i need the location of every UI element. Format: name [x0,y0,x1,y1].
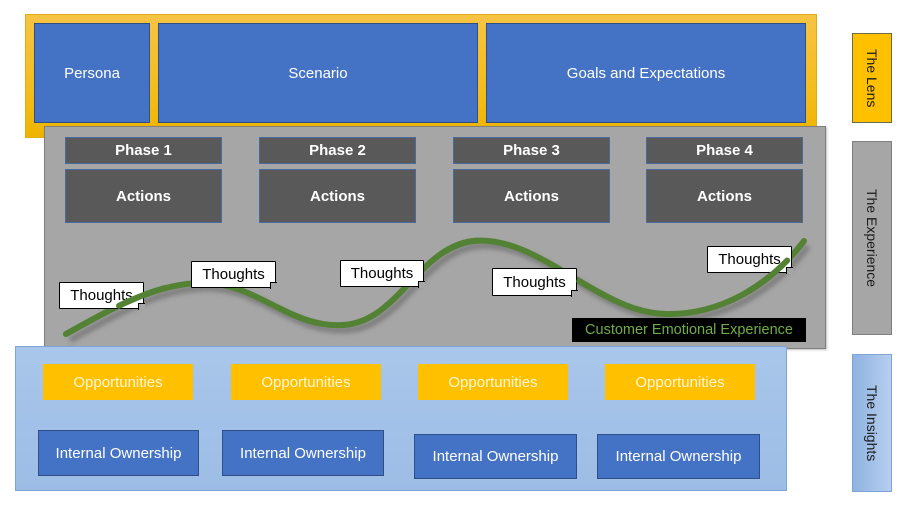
persona-label: Persona [64,64,120,82]
thought-bubble-2[interactable]: Thoughts [191,261,276,288]
side-label-lens[interactable]: The Lens [852,33,892,123]
thought-1-label: Thoughts [70,287,133,304]
phase-3-label: Phase 3 [503,142,560,159]
thought-bubble-3[interactable]: Thoughts [340,260,424,287]
phase-3-actions[interactable]: Actions [453,169,610,223]
side-label-insights[interactable]: The Insights [852,354,892,492]
phase-1-header[interactable]: Phase 1 [65,137,222,164]
persona-box[interactable]: Persona [34,23,150,123]
phase-4-header[interactable]: Phase 4 [646,137,803,164]
phase-4-actions[interactable]: Actions [646,169,803,223]
thought-2-label: Thoughts [202,266,265,283]
thought-bubble-4[interactable]: Thoughts [492,268,577,296]
ownership-2-label: Internal Ownership [240,444,366,462]
thought-4-label: Thoughts [503,273,566,291]
opportunities-box-2[interactable]: Opportunities [231,364,381,400]
phase-2-actions-label: Actions [309,187,365,205]
side-label-experience[interactable]: The Experience [852,141,892,335]
ownership-box-3[interactable]: Internal Ownership [414,434,577,479]
opportunities-box-3[interactable]: Opportunities [418,364,568,400]
opportunities-box-4[interactable]: Opportunities [605,364,755,400]
side-label-insights-text: The Insights [864,384,880,462]
customer-emotional-experience-label: Customer Emotional Experience [572,318,806,342]
scenario-label: Scenario [288,64,348,82]
thought-3-label: Thoughts [350,265,414,282]
phase-4-actions-label: Actions [696,187,752,205]
thought-bubble-1[interactable]: Thoughts [59,282,144,309]
phase-3-actions-label: Actions [503,187,559,205]
ownership-box-2[interactable]: Internal Ownership [222,430,384,476]
opportunities-box-1[interactable]: Opportunities [43,364,193,400]
goals-label: Goals and Expectations [566,64,726,82]
ownership-box-1[interactable]: Internal Ownership [38,430,199,476]
side-label-experience-text: The Experience [864,188,880,288]
ownership-box-4[interactable]: Internal Ownership [597,434,760,479]
thought-bubble-5[interactable]: Thoughts [707,246,792,273]
opportunities-4-label: Opportunities [635,373,725,391]
phase-1-actions[interactable]: Actions [65,169,222,223]
ownership-4-label: Internal Ownership [615,448,742,465]
thought-5-label: Thoughts [718,251,781,268]
phase-4-label: Phase 4 [696,142,753,159]
phase-3-header[interactable]: Phase 3 [453,137,610,164]
phase-2-header[interactable]: Phase 2 [259,137,416,164]
opportunities-3-label: Opportunities [448,373,538,391]
ownership-3-label: Internal Ownership [432,448,559,465]
phase-1-actions-label: Actions [115,187,171,205]
opportunities-1-label: Opportunities [73,373,163,391]
phase-1-label: Phase 1 [115,142,172,159]
phase-2-actions[interactable]: Actions [259,169,416,223]
ownership-1-label: Internal Ownership [55,444,182,462]
scenario-box[interactable]: Scenario [158,23,478,123]
goals-box[interactable]: Goals and Expectations [486,23,806,123]
curve-label-text: Customer Emotional Experience [585,322,793,338]
side-label-lens-text: The Lens [864,48,880,108]
phase-2-label: Phase 2 [309,142,366,159]
opportunities-2-label: Opportunities [261,373,351,391]
